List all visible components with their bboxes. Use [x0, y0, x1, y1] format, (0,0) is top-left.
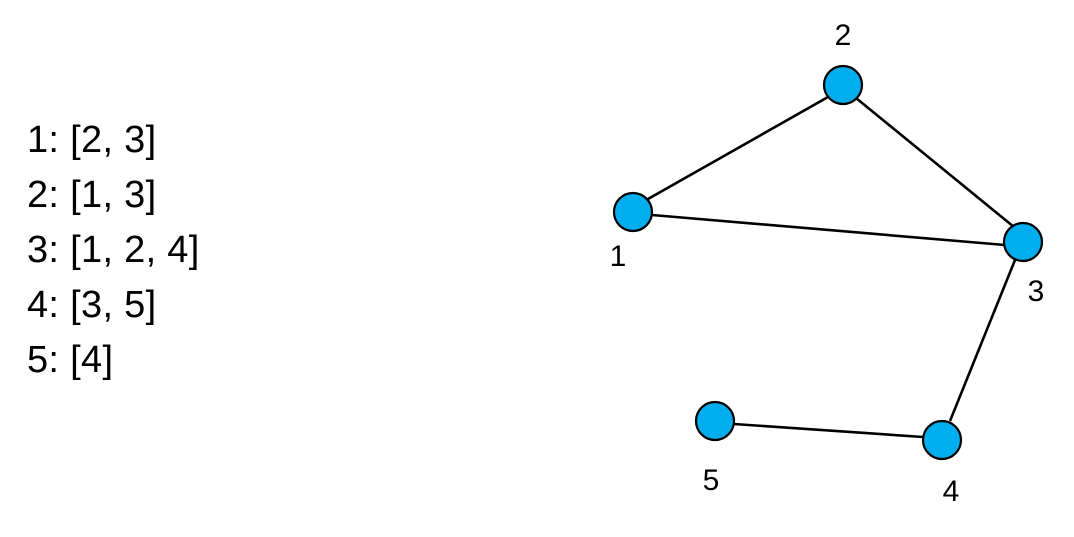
graph-edge-1-3 [651, 213, 1006, 247]
graph-node-label-5: 5 [703, 464, 720, 497]
graph-node-1[interactable] [612, 191, 654, 233]
edge-layer [647, 95, 1017, 439]
adjacency-row: 4: [3, 5] [27, 284, 157, 326]
node-layer [612, 64, 1044, 461]
graph-node-3[interactable] [1002, 221, 1044, 263]
graph-node-label-3: 3 [1028, 275, 1045, 308]
adjacency-row: 3: [1, 2, 4] [27, 229, 200, 271]
adjacency-list: 1: [2, 3] 2: [1, 3] 3: [1, 2, 4] 4: [3, … [27, 113, 347, 388]
graph-node-4[interactable] [921, 419, 963, 461]
graph-node-label-4: 4 [943, 475, 960, 508]
graph-node-5[interactable] [694, 400, 736, 442]
graph-node-label-1: 1 [610, 240, 627, 273]
graph-edge-3-4 [948, 259, 1017, 422]
graph-edge-2-3 [855, 96, 1015, 229]
graph-node-2[interactable] [822, 64, 864, 106]
graph-edge-4-5 [733, 422, 924, 439]
graph-node-label-2: 2 [835, 19, 852, 52]
adjacency-row: 1: [2, 3] [27, 119, 157, 161]
node-label-layer: 1 2 3 4 5 [610, 19, 1045, 508]
adjacency-row: 2: [1, 3] [27, 174, 157, 216]
graph-edge-1-2 [647, 95, 829, 201]
adjacency-row: 5: [4] [27, 339, 114, 381]
